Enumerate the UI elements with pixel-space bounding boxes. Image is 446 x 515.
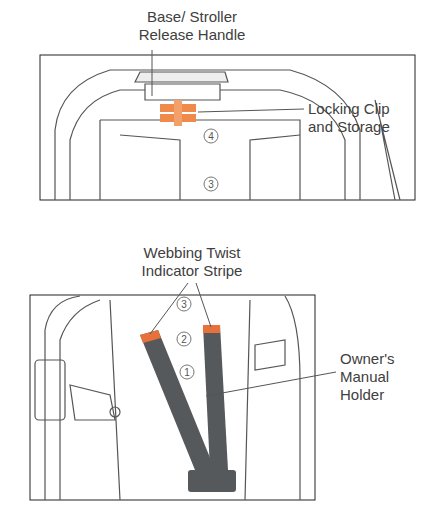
part-label: Webbing Twist Indicator Stripe bbox=[124, 244, 260, 280]
callout-number: 1 bbox=[181, 367, 193, 378]
part-label: Base/ Stroller Release Handle bbox=[122, 8, 262, 44]
number-mark bbox=[180, 365, 194, 379]
callout-number: 4 bbox=[205, 131, 217, 142]
view-frame bbox=[30, 295, 315, 500]
part-label: Owner's Manual Holder bbox=[340, 350, 420, 404]
leader-line bbox=[206, 372, 336, 396]
callout-number: 3 bbox=[205, 179, 217, 190]
seat-front-view bbox=[35, 296, 300, 500]
callout-number: 2 bbox=[178, 334, 190, 345]
callout-number: 3 bbox=[178, 299, 190, 310]
harness-webbing bbox=[140, 325, 236, 492]
number-mark bbox=[177, 297, 191, 311]
view-frame bbox=[40, 55, 415, 200]
part-label: Locking Clip and Storage bbox=[308, 100, 416, 136]
number-mark bbox=[204, 177, 218, 191]
locking-clip bbox=[160, 100, 196, 126]
number-mark bbox=[204, 129, 218, 143]
leader-line bbox=[152, 50, 153, 96]
leader-line bbox=[196, 283, 211, 327]
leader-line bbox=[198, 109, 304, 112]
number-mark bbox=[177, 332, 191, 346]
